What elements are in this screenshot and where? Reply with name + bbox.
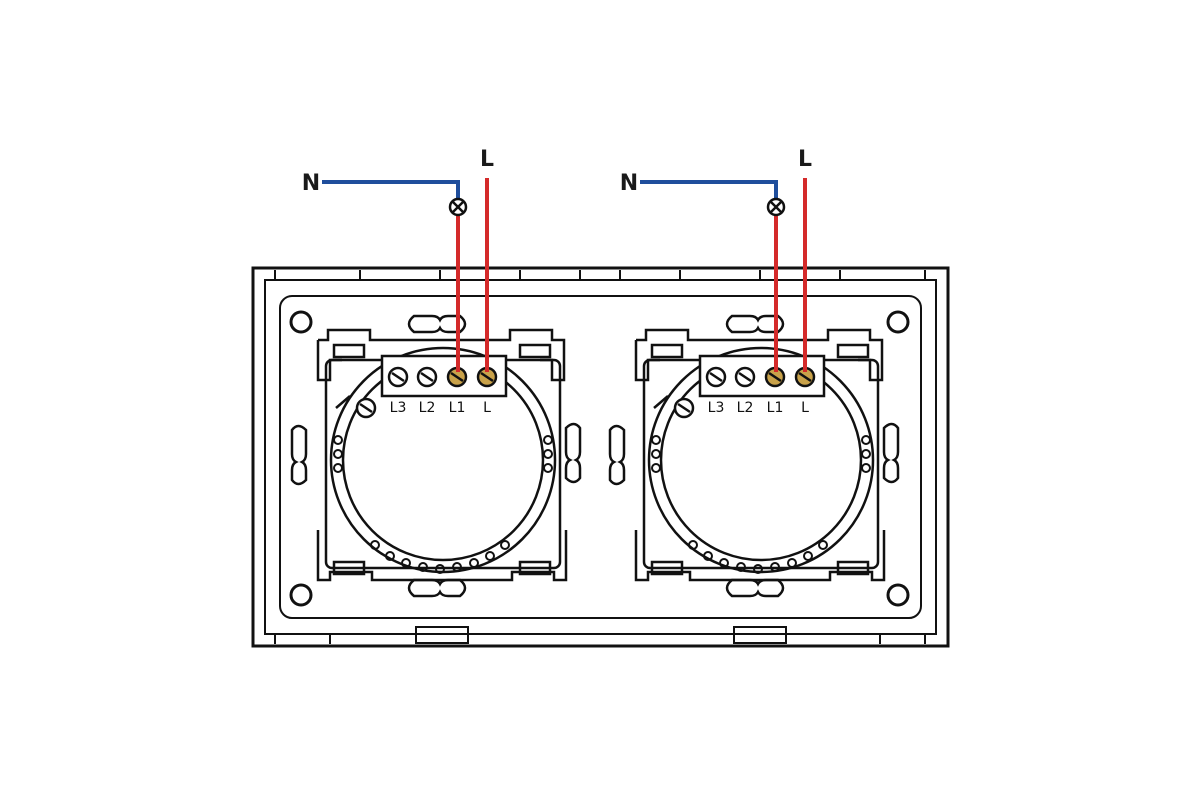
switch-module-left: L3 L2 L1 L N L bbox=[290, 147, 582, 598]
neutral-wire bbox=[640, 180, 778, 198]
screw-icon bbox=[355, 366, 498, 419]
neutral-wire bbox=[322, 180, 460, 198]
terminal-label: L bbox=[483, 400, 491, 416]
live-label: L bbox=[480, 147, 494, 172]
terminal-label: L1 bbox=[449, 400, 466, 416]
switch-module-right: L3 L2 L1 L N L bbox=[608, 147, 900, 598]
switch-frame bbox=[251, 266, 950, 648]
lamp-icon bbox=[448, 197, 468, 217]
lamp-icon bbox=[766, 197, 786, 217]
live-label: L bbox=[798, 147, 812, 172]
terminal-label: L1 bbox=[767, 400, 784, 416]
terminal-label: L3 bbox=[708, 400, 725, 416]
neutral-label: N bbox=[620, 171, 638, 196]
terminal-label: L2 bbox=[737, 400, 754, 416]
terminal-label: L2 bbox=[419, 400, 436, 416]
neutral-label: N bbox=[302, 171, 320, 196]
terminal-label: L3 bbox=[390, 400, 407, 416]
terminal-label: L bbox=[801, 400, 809, 416]
